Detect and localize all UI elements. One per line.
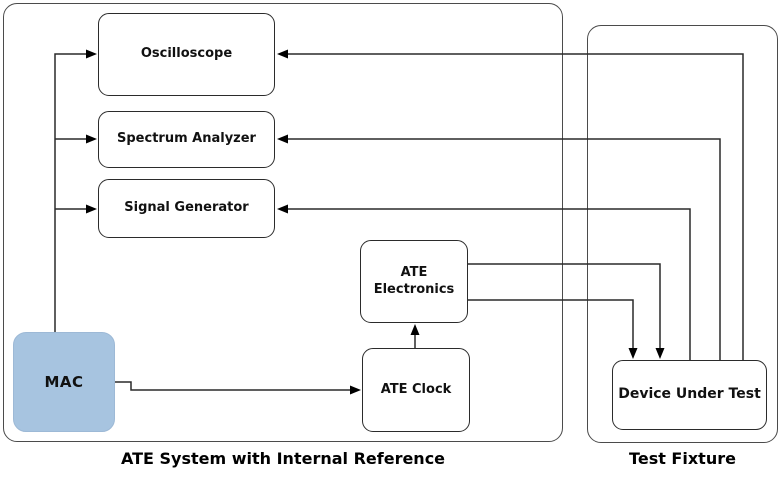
- node-ate-electronics: ATE Electronics: [360, 240, 468, 323]
- spectrum-analyzer-label: Spectrum Analyzer: [117, 131, 256, 147]
- mac-label: MAC: [44, 372, 84, 391]
- node-oscilloscope: Oscilloscope: [98, 13, 275, 96]
- signal-generator-label: Signal Generator: [124, 200, 249, 216]
- node-signal-generator: Signal Generator: [98, 179, 275, 238]
- test-fixture-caption: Test Fixture: [629, 449, 736, 468]
- ate-electronics-label: ATE Electronics: [373, 265, 455, 297]
- oscilloscope-label: Oscilloscope: [140, 46, 233, 62]
- ate-system-caption: ATE System with Internal Reference: [120, 449, 446, 468]
- node-device-under-test: Device Under Test: [612, 360, 767, 430]
- node-spectrum-analyzer: Spectrum Analyzer: [98, 111, 275, 168]
- node-mac: MAC: [13, 332, 115, 432]
- ate-clock-label: ATE Clock: [380, 381, 452, 397]
- node-ate-clock: ATE Clock: [362, 348, 470, 432]
- device-under-test-label: Device Under Test: [618, 386, 761, 403]
